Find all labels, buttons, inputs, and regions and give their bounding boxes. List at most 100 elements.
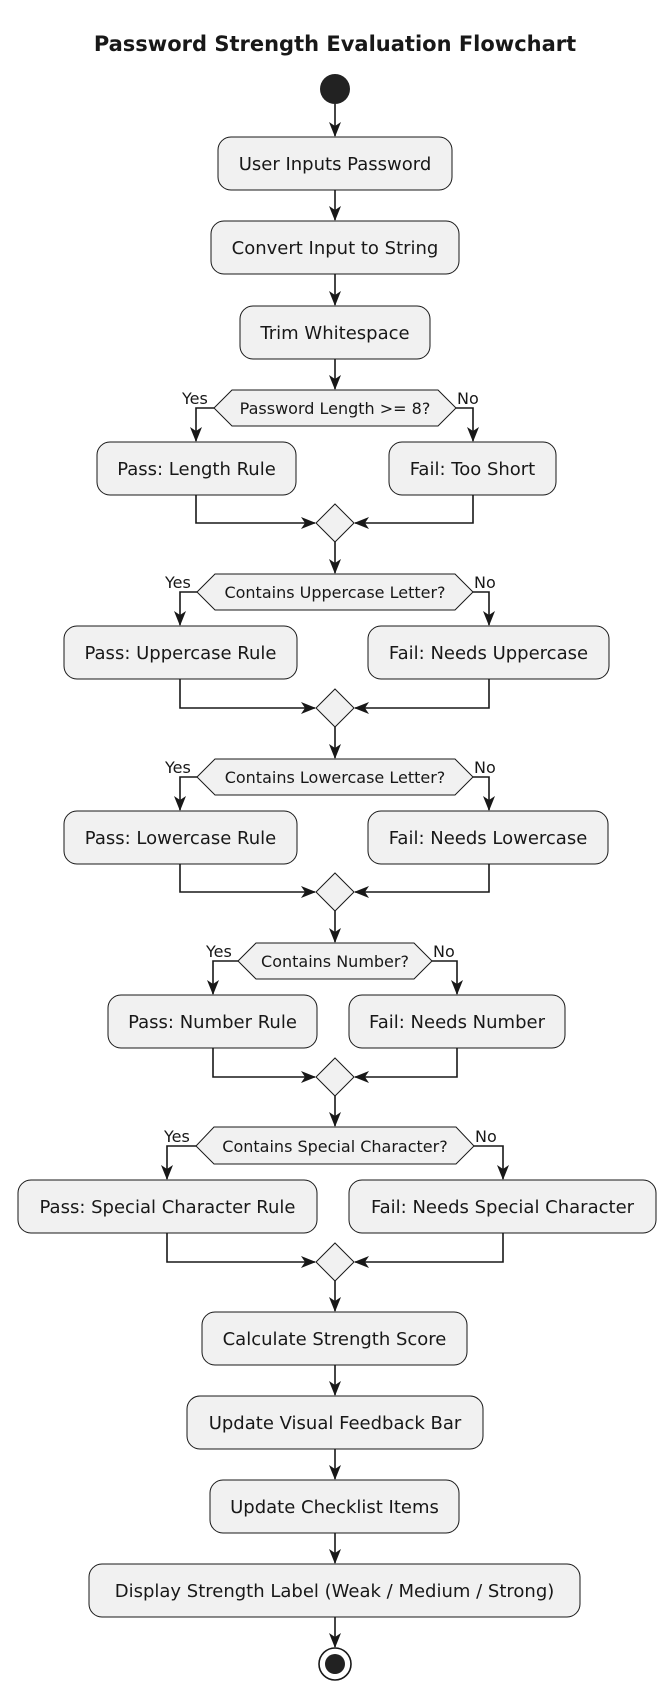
arrowhead xyxy=(329,1465,341,1480)
arrowhead xyxy=(301,517,316,529)
final-step: Display Strength Label (Weak / Medium / … xyxy=(88,1563,581,1618)
decision-question: Password Length >= 8? xyxy=(240,399,431,418)
edge-yes xyxy=(166,1145,196,1179)
pass-node: Pass: Lowercase Rule xyxy=(63,810,298,865)
branch-label-yes: Yes xyxy=(205,942,232,961)
merge-node xyxy=(315,1242,355,1282)
arrowhead xyxy=(467,427,479,442)
edge-no xyxy=(473,776,490,810)
branch-label-yes: Yes xyxy=(181,389,208,408)
final-step-label: Update Visual Feedback Bar xyxy=(209,1413,462,1434)
fail-node-label: Fail: Needs Uppercase xyxy=(389,643,588,664)
pass-node-label: Pass: Number Rule xyxy=(128,1012,297,1033)
edge-no xyxy=(474,1145,504,1179)
fail-node: Fail: Needs Lowercase xyxy=(367,810,609,865)
edge-yes xyxy=(179,776,197,810)
branch-label-yes: Yes xyxy=(164,758,191,777)
branch-label-no: No xyxy=(433,942,455,961)
start-node xyxy=(320,74,350,104)
decision-question: Contains Lowercase Letter? xyxy=(225,768,446,787)
arrowhead xyxy=(451,980,463,995)
arrowhead xyxy=(483,796,495,811)
arrowhead xyxy=(329,206,341,221)
edge-merge-left xyxy=(179,679,315,709)
branch-label-no: No xyxy=(474,573,496,592)
arrowhead xyxy=(354,1256,369,1268)
final-step-label: Update Checklist Items xyxy=(230,1497,439,1518)
arrowhead xyxy=(329,1633,341,1648)
arrowhead xyxy=(354,702,369,714)
decision-check-uppercase: Contains Uppercase Letter? xyxy=(196,573,474,611)
arrowhead xyxy=(329,559,341,574)
arrowhead xyxy=(483,611,495,626)
arrowhead xyxy=(329,1549,341,1564)
final-step-label: Display Strength Label (Weak / Medium / … xyxy=(115,1581,555,1602)
final-step: Update Visual Feedback Bar xyxy=(186,1395,484,1450)
decision-question: Contains Number? xyxy=(261,952,409,971)
pass-node-label: Pass: Lowercase Rule xyxy=(85,828,276,849)
pass-node: Pass: Length Rule xyxy=(96,441,297,496)
edge-merge-left xyxy=(212,1048,315,1078)
edge-yes xyxy=(179,591,197,625)
arrowhead xyxy=(354,517,369,529)
fail-node-label: Fail: Needs Number xyxy=(369,1012,546,1033)
arrowhead xyxy=(190,427,202,442)
arrowhead xyxy=(329,122,341,137)
decision-question: Contains Special Character? xyxy=(222,1137,447,1156)
pass-node-label: Pass: Length Rule xyxy=(117,459,276,480)
end-node xyxy=(318,1647,352,1681)
edge-yes xyxy=(195,407,214,441)
pass-node-label: Pass: Uppercase Rule xyxy=(84,643,276,664)
edge-merge-left xyxy=(166,1233,315,1263)
edge-no xyxy=(432,960,458,994)
edge-merge-right xyxy=(355,1233,504,1263)
arrowhead xyxy=(301,1256,316,1268)
merge-node xyxy=(315,688,355,728)
intro-step: Trim Whitespace xyxy=(239,305,431,360)
fail-node-label: Fail: Needs Special Character xyxy=(371,1197,635,1218)
fail-node-label: Fail: Needs Lowercase xyxy=(389,828,588,849)
intro-step-label: User Inputs Password xyxy=(239,154,432,175)
pass-node: Pass: Special Character Rule xyxy=(17,1179,318,1234)
pass-node-label: Pass: Special Character Rule xyxy=(40,1197,296,1218)
intro-step-label: Convert Input to String xyxy=(232,238,439,259)
arrowhead xyxy=(301,886,316,898)
fail-node: Fail: Needs Uppercase xyxy=(367,625,610,680)
edge-no xyxy=(473,591,490,625)
branch-label-yes: Yes xyxy=(163,1127,190,1146)
edge-merge-right xyxy=(355,495,474,524)
intro-step: Convert Input to String xyxy=(210,220,460,275)
arrowhead xyxy=(301,702,316,714)
arrowhead xyxy=(161,1165,173,1180)
merge-node xyxy=(315,503,355,543)
branch-label-yes: Yes xyxy=(164,573,191,592)
fail-node: Fail: Too Short xyxy=(388,441,557,496)
arrowhead xyxy=(329,375,341,390)
edge-yes xyxy=(212,960,238,994)
arrowhead xyxy=(329,1297,341,1312)
edge-merge-right xyxy=(355,864,490,893)
arrowhead xyxy=(329,1112,341,1127)
branch-label-no: No xyxy=(457,389,479,408)
decision-question: Contains Uppercase Letter? xyxy=(224,583,445,602)
arrowhead xyxy=(174,796,186,811)
arrowhead xyxy=(497,1165,509,1180)
fail-node: Fail: Needs Number xyxy=(348,994,566,1049)
decision-check-special-character: Contains Special Character? xyxy=(195,1126,475,1165)
arrowhead xyxy=(329,1381,341,1396)
merge-node xyxy=(315,872,355,912)
intro-step-label: Trim Whitespace xyxy=(259,323,409,344)
arrowhead xyxy=(174,611,186,626)
final-step: Calculate Strength Score xyxy=(201,1311,468,1366)
final-step: Update Checklist Items xyxy=(209,1479,460,1534)
arrowhead xyxy=(207,980,219,995)
branch-label-no: No xyxy=(474,758,496,777)
arrowhead xyxy=(329,744,341,759)
edge-merge-right xyxy=(355,1048,458,1078)
arrowhead xyxy=(329,291,341,306)
arrowhead xyxy=(301,1071,316,1083)
fail-node-label: Fail: Too Short xyxy=(410,459,536,480)
fail-node: Fail: Needs Special Character xyxy=(348,1179,657,1234)
edge-no xyxy=(456,407,474,441)
decision-check-number: Contains Number? xyxy=(237,942,433,980)
